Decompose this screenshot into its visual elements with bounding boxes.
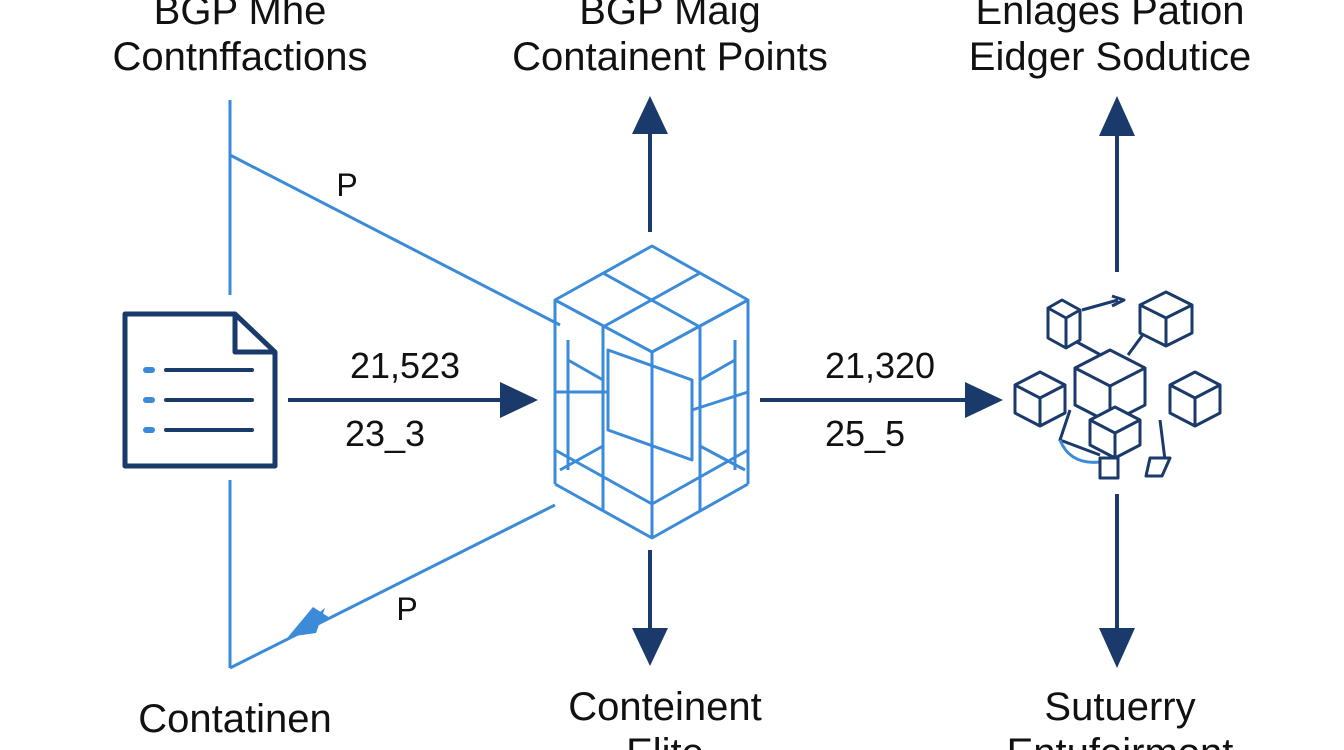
label-bottom-left-line1: Contatinen [138,697,332,741]
label-top-left-line2: Contnffactions [112,35,368,79]
label-top-mid-line1: BGP Maig [579,0,761,33]
edge-label-right-bottom: 25_5 [824,413,906,454]
mid-down-arrow [632,550,668,666]
edge-label-left-bottom: 23_3 [344,413,426,454]
left-bracket [228,100,561,670]
label-top-right-line2: Eidger Sodutice [968,35,1252,79]
label-bottom-right: Sutuerry Entufeirmont [940,684,1300,750]
label-bottom-mid: Conteinent Elite [470,684,860,750]
label-bottom-mid-line2: Elite [470,730,860,750]
edge-label-right-top: 21,320 [824,345,936,386]
edge-label-left-top: 21,523 [349,345,461,386]
edge-label-lower-p: P [396,591,418,627]
document-icon [122,311,278,469]
label-top-left: BGP Mhe Contnffactions [40,0,440,80]
upper-diagonal-line [229,153,561,327]
network-cubes-icon [1013,290,1222,480]
label-top-right: Enlages Pation Eidger Sodutice [900,0,1320,80]
label-top-mid-line2: Containent Points [512,35,828,79]
label-top-mid: BGP Maig Containent Points [450,0,890,80]
left-horizontal-arrow [288,382,538,418]
edge-label-upper-p: P [336,167,358,203]
right-up-arrow [1099,96,1135,272]
label-bottom-right-line2: Entufeirmont [940,730,1300,750]
label-top-left-line1: BGP Mhe [153,0,327,33]
mid-up-arrow [632,96,668,232]
label-bottom-mid-line1: Conteinent [568,685,762,729]
cube-stack-icon [553,244,750,540]
right-down-arrow [1099,494,1135,668]
label-bottom-left: Contatinen [60,696,410,742]
right-horizontal-arrow [760,382,1003,418]
lower-diagonal-line [229,503,556,670]
label-bottom-right-line1: Sutuerry [1044,685,1196,729]
label-top-right-line1: Enlages Pation [975,0,1245,33]
